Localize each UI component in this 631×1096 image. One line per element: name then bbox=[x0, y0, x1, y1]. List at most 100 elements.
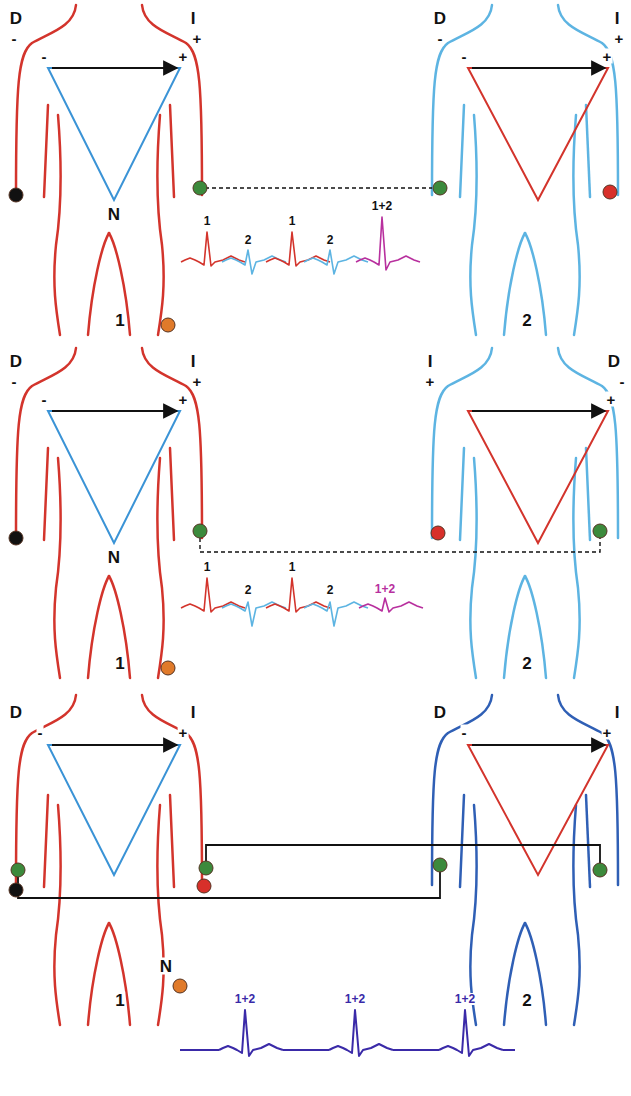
body-outline bbox=[460, 105, 464, 197]
lead-vector-arrow bbox=[52, 410, 177, 412]
body-outline bbox=[170, 105, 174, 197]
polarity-sign: + bbox=[602, 49, 613, 64]
lead-letter: D bbox=[433, 10, 447, 27]
body-outline bbox=[88, 923, 109, 1025]
electrode bbox=[603, 185, 617, 199]
trace-label: 2 bbox=[244, 584, 253, 596]
lead-letter: I bbox=[190, 704, 197, 721]
body-outline bbox=[88, 576, 109, 678]
body-outline bbox=[88, 233, 109, 335]
body-outline bbox=[44, 795, 48, 887]
lead-letter: N bbox=[159, 958, 173, 975]
lead-letter: D bbox=[9, 704, 23, 721]
body-half bbox=[432, 348, 525, 678]
trace-label: 1+2 bbox=[344, 993, 366, 1005]
trace-label: 1+2 bbox=[234, 993, 256, 1005]
ecg-trace bbox=[181, 232, 245, 266]
einthoven-triangle bbox=[468, 411, 608, 543]
ecg-trace bbox=[304, 602, 368, 626]
body-outline bbox=[573, 115, 579, 335]
body-outline bbox=[109, 923, 130, 1025]
electrode bbox=[9, 883, 23, 897]
body-outline bbox=[44, 105, 48, 197]
electrode bbox=[593, 524, 607, 538]
ecg-trace bbox=[356, 217, 420, 270]
trace-label: 1+2 bbox=[371, 200, 393, 212]
electrode bbox=[433, 181, 447, 195]
lead-letter: D bbox=[433, 704, 447, 721]
electrode bbox=[193, 181, 207, 195]
polarity-sign: - bbox=[437, 31, 444, 46]
lead-letter: I bbox=[427, 353, 434, 370]
trace-label: 1+2 bbox=[374, 583, 396, 595]
einthoven-triangle bbox=[48, 745, 180, 875]
body-outline bbox=[504, 923, 525, 1025]
polarity-sign: + bbox=[178, 725, 189, 740]
polarity-sign: + bbox=[602, 725, 613, 740]
body-outline bbox=[54, 115, 60, 335]
lead-vector-arrow bbox=[52, 67, 177, 69]
electrode-wire bbox=[18, 872, 440, 898]
polarity-sign: + bbox=[614, 31, 625, 46]
body-half bbox=[525, 5, 618, 335]
trace-label: 2 bbox=[244, 234, 253, 246]
body-outline bbox=[157, 115, 163, 335]
electrode bbox=[199, 861, 213, 875]
lead-vector-arrow bbox=[472, 410, 605, 412]
polarity-sign: + bbox=[178, 49, 189, 64]
body-outline bbox=[109, 233, 130, 335]
electrode bbox=[9, 188, 23, 202]
body-outline bbox=[109, 576, 130, 678]
lead-letter: D bbox=[9, 10, 23, 27]
einthoven-triangle bbox=[48, 411, 180, 543]
lead-vector-arrow bbox=[472, 744, 605, 746]
trace-label: 1+2 bbox=[454, 993, 476, 1005]
polarity-sign: - bbox=[619, 374, 626, 389]
einthoven-triangle bbox=[468, 68, 608, 200]
electrode bbox=[161, 661, 175, 675]
body-half bbox=[525, 348, 618, 678]
lead-letter: I bbox=[190, 10, 197, 27]
ecg-trace bbox=[219, 1010, 283, 1056]
electrode bbox=[197, 879, 211, 893]
body-1 bbox=[16, 695, 202, 1025]
body-outline bbox=[586, 105, 590, 197]
body-outline bbox=[460, 448, 464, 540]
trace-label: 1 bbox=[288, 215, 297, 227]
body-outline bbox=[44, 448, 48, 540]
electrode bbox=[593, 863, 607, 877]
electrode bbox=[161, 318, 175, 332]
electrode-wire bbox=[206, 845, 600, 863]
subject-number: 2 bbox=[521, 992, 532, 1009]
ecg-trace bbox=[180, 1049, 219, 1051]
body-outline bbox=[170, 795, 174, 887]
polarity-sign: + bbox=[606, 392, 617, 407]
ecg-trace bbox=[503, 1049, 515, 1051]
lead-vector-arrow bbox=[52, 744, 177, 746]
subject-number: 1 bbox=[114, 655, 125, 672]
body-half bbox=[16, 348, 109, 678]
subject-number: 1 bbox=[114, 312, 125, 329]
lead-letter: N bbox=[107, 549, 121, 566]
body-half bbox=[16, 5, 109, 335]
lead-letter: I bbox=[614, 704, 621, 721]
lead-letter: D bbox=[607, 353, 621, 370]
electrode bbox=[11, 863, 25, 877]
body-2 bbox=[432, 5, 618, 335]
ecg-trace bbox=[283, 1049, 329, 1051]
electrode bbox=[433, 858, 447, 872]
body-outline bbox=[157, 805, 163, 1025]
trace-label: 2 bbox=[326, 234, 335, 246]
lead-letter: I bbox=[614, 10, 621, 27]
ecg-trace bbox=[222, 602, 286, 626]
body-1 bbox=[16, 348, 202, 678]
body-outline bbox=[586, 448, 590, 540]
polarity-sign: - bbox=[461, 49, 468, 64]
ecg-trace bbox=[329, 1010, 393, 1056]
polarity-sign: - bbox=[41, 392, 48, 407]
polarity-sign: + bbox=[192, 374, 203, 389]
body-outline bbox=[157, 458, 163, 678]
body-outline bbox=[470, 458, 476, 678]
